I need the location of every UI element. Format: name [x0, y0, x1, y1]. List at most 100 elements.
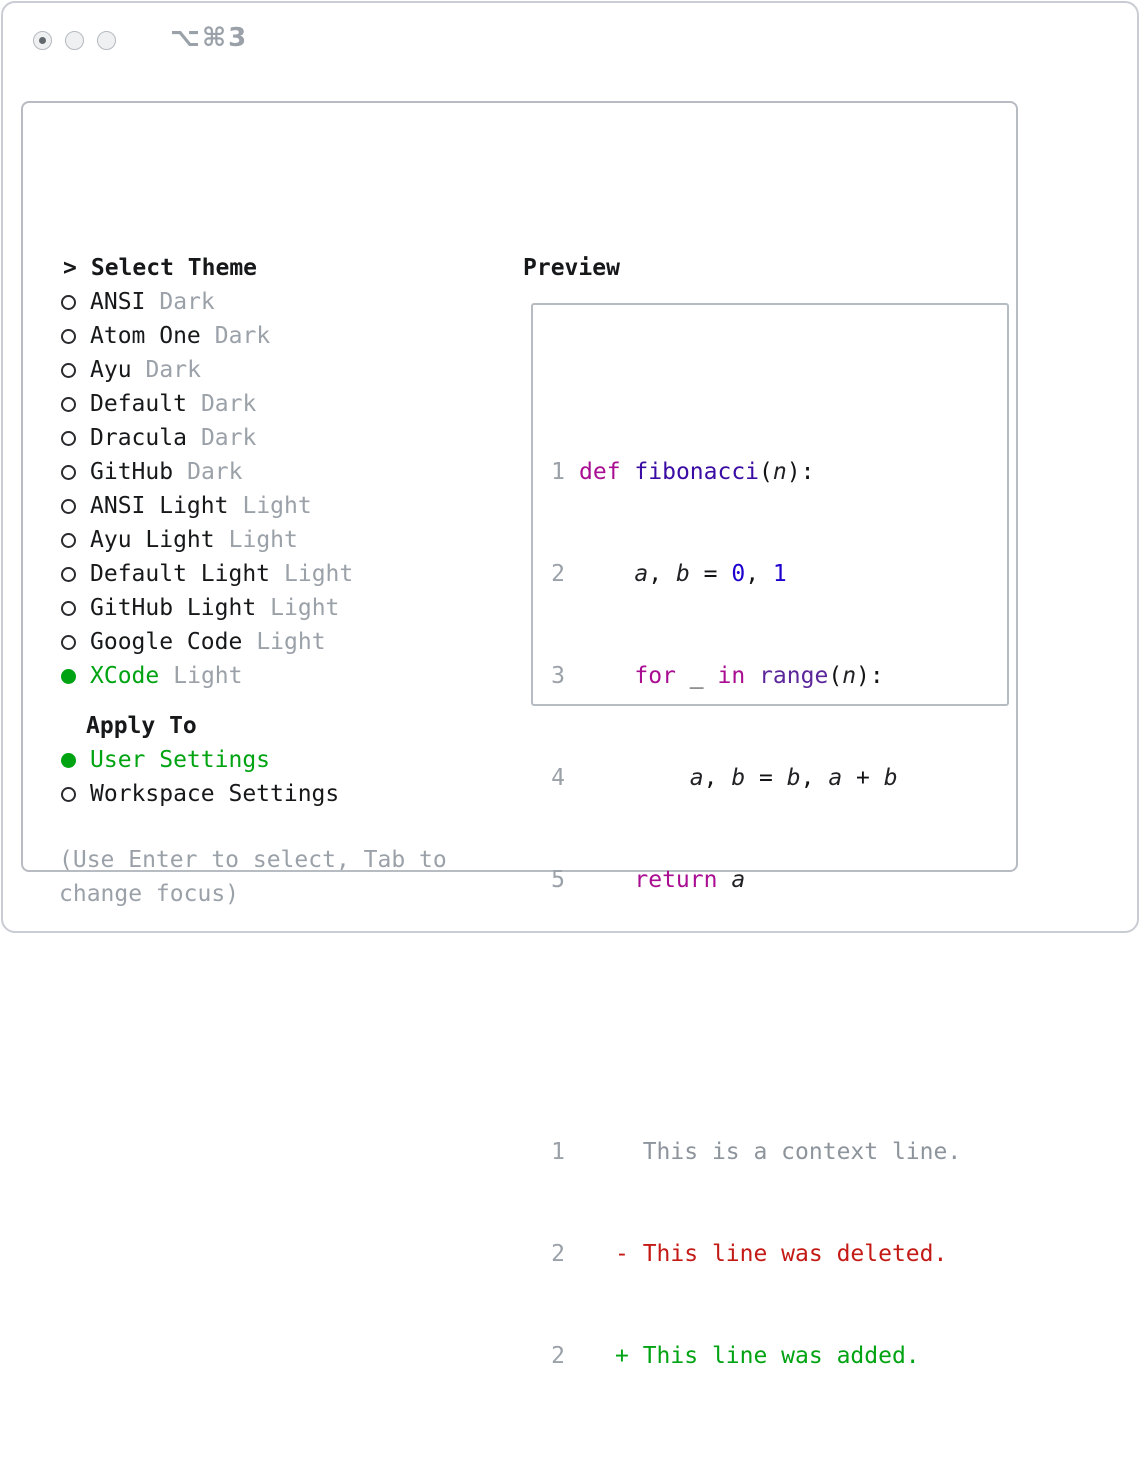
code-token: in — [717, 663, 746, 689]
window-control-icon[interactable] — [97, 31, 116, 50]
code-line: 4 a, b = b, a + b — [551, 761, 961, 795]
theme-option-atom-one-dark[interactable]: Atom One Dark — [59, 319, 447, 353]
code-token — [717, 867, 731, 893]
code-token — [704, 663, 718, 689]
code-content: a, b = b, a + b — [579, 765, 898, 791]
theme-option-ansi-light[interactable]: ANSI Light Light — [59, 489, 447, 523]
theme-option-google-code[interactable]: Google Code Light — [59, 625, 447, 659]
code-token: = — [689, 561, 732, 587]
theme-picker-panel: > Select Theme ANSI Dark Atom One Dark A… — [21, 101, 1018, 1369]
apply-option-user-settings[interactable]: User Settings — [59, 743, 447, 777]
line-number: 4 — [551, 765, 565, 791]
code-content: def fibonacci(n): — [579, 459, 814, 485]
radio-icon — [61, 532, 76, 548]
window-shortcut-label: ⌥⌘3 — [170, 23, 249, 53]
line-number: 1 — [551, 1139, 565, 1165]
code-content: return a — [579, 867, 745, 893]
window-controls — [33, 31, 116, 50]
code-line: 1 def fibonacci(n): — [551, 455, 961, 489]
window-control-active-icon[interactable] — [33, 31, 52, 50]
code-token: a — [828, 765, 843, 791]
selection-caret: > — [63, 255, 77, 281]
code-token — [621, 459, 635, 485]
diff-text: + This line was added. — [615, 1343, 920, 1369]
line-number: 2 — [551, 561, 565, 587]
diff-context-line: 1 This is a context line. — [551, 1135, 961, 1169]
theme-option-default-light[interactable]: Default Light Light — [59, 557, 447, 591]
line-number: 3 — [551, 663, 565, 689]
code-token: = — [745, 765, 787, 791]
keyboard-hint: (Use Enter to select, Tab to change focu… — [59, 847, 447, 907]
line-number: 2 — [551, 1241, 565, 1267]
code-token: ): — [856, 663, 884, 689]
line-number: 1 — [551, 459, 565, 485]
radio-icon — [61, 600, 76, 616]
apply-to-title: Apply To — [86, 713, 197, 739]
diff-text: This is a context line. — [642, 1139, 962, 1165]
code-token: n — [772, 459, 787, 485]
page-title: Select Theme — [90, 255, 258, 281]
theme-option-dracula-dark[interactable]: Dracula Dark — [59, 421, 447, 455]
radio-icon — [61, 498, 76, 514]
radio-icon — [61, 786, 76, 802]
preview-title: Preview — [523, 255, 620, 281]
blank-line — [551, 999, 961, 1033]
theme-picker-title: > Select Theme — [59, 251, 447, 285]
radio-icon — [61, 328, 76, 344]
code-token: , — [800, 765, 829, 791]
theme-option-xcode[interactable]: XCode Light — [59, 659, 447, 693]
code-token — [745, 663, 759, 689]
code-token: b — [731, 765, 746, 791]
code-line: 5 return a — [551, 863, 961, 897]
window-control-icon[interactable] — [65, 31, 84, 50]
code-token: , — [648, 561, 676, 587]
radio-icon — [61, 430, 76, 446]
code-token — [579, 561, 634, 587]
code-token: 1 — [772, 561, 787, 587]
code-token: _ — [689, 663, 704, 689]
code-token: ( — [828, 663, 843, 689]
code-token: a — [731, 867, 746, 893]
code-content: for _ in range(n): — [579, 663, 884, 689]
theme-option-github-dark[interactable]: GitHub Dark — [59, 455, 447, 489]
line-number: 5 — [551, 867, 565, 893]
theme-option-ansi-dark[interactable]: ANSI Dark — [59, 285, 447, 319]
code-token: ): — [786, 459, 815, 485]
radio-icon — [61, 294, 76, 310]
code-token — [579, 867, 634, 893]
apply-option-workspace-settings[interactable]: Workspace Settings — [59, 777, 447, 811]
theme-option-ayu-light[interactable]: Ayu Light Light — [59, 523, 447, 557]
theme-option-ayu-dark[interactable]: Ayu Dark — [59, 353, 447, 387]
diff-text: - This line was deleted. — [615, 1241, 948, 1267]
app-window: ⌥⌘3 > Select Theme ANSI Dark Atom One Da… — [1, 1, 1139, 1369]
code-token — [676, 663, 690, 689]
code-content: a, b = 0, 1 — [579, 561, 787, 587]
radio-selected-icon — [61, 752, 76, 768]
code-token: b — [786, 765, 801, 791]
diff-deleted-line: 2 - This line was deleted. — [551, 1237, 961, 1271]
code-token: , — [745, 561, 773, 587]
window-control-dot-icon — [39, 37, 46, 44]
code-token: b — [675, 561, 690, 587]
code-token: range — [759, 663, 829, 689]
code-token: + — [842, 765, 884, 791]
code-token: a — [634, 561, 649, 587]
theme-list-column: > Select Theme ANSI Dark Atom One Dark A… — [59, 251, 447, 911]
theme-option-github-light[interactable]: GitHub Light Light — [59, 591, 447, 625]
code-token: ( — [759, 459, 773, 485]
code-token: fibonacci — [634, 459, 760, 485]
code-line: 2 a, b = 0, 1 — [551, 557, 961, 591]
code-line: 3 for _ in range(n): — [551, 659, 961, 693]
code-token: def — [579, 459, 621, 485]
line-number: 2 — [551, 1343, 565, 1369]
code-token: 0 — [731, 561, 746, 587]
radio-icon — [61, 396, 76, 412]
theme-option-default-dark[interactable]: Default Dark — [59, 387, 447, 421]
code-token — [579, 663, 634, 689]
radio-icon — [61, 464, 76, 480]
code-token: return — [634, 867, 718, 893]
code-token: n — [842, 663, 857, 689]
diff-added-line: 2 + This line was added. — [551, 1339, 961, 1373]
code-token: b — [883, 765, 898, 791]
